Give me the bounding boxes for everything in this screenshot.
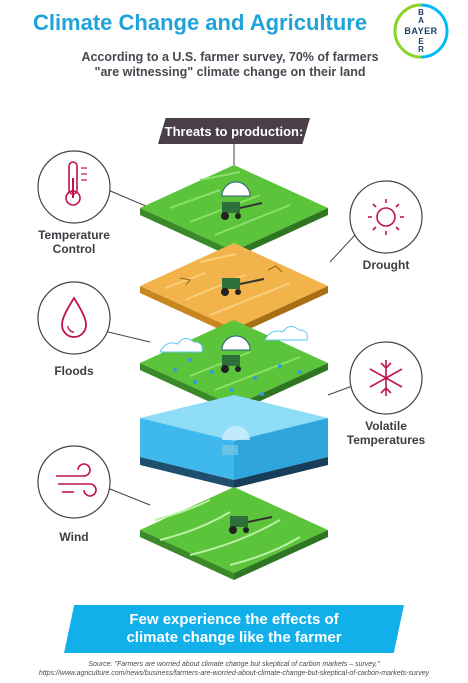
field-layer-floods xyxy=(140,320,328,413)
bayer-logo: BAYER BA ER xyxy=(393,3,449,59)
label-wind: Wind xyxy=(59,530,89,544)
label-line: Temperatures xyxy=(346,433,426,447)
label-temperature-control: Temperature Control xyxy=(28,228,120,256)
label-floods: Floods xyxy=(54,364,94,378)
conclusion-banner: Few experience the effects of climate ch… xyxy=(64,605,404,653)
field-layer-drought xyxy=(140,243,328,336)
label-volatile-temperatures: Volatile Temperatures xyxy=(338,419,434,447)
svg-text:R: R xyxy=(418,45,424,54)
source-url[interactable]: https://www.agriculture.com/news/busines… xyxy=(38,670,430,677)
svg-text:E: E xyxy=(418,37,424,46)
svg-text:A: A xyxy=(418,16,424,25)
label-line: Volatile xyxy=(365,419,407,433)
threats-heading: Threats to production: xyxy=(158,118,310,144)
page-subtitle: According to a U.S. farmer survey, 70% o… xyxy=(70,50,390,80)
snowflake-icon xyxy=(349,341,423,415)
svg-text:BAYER: BAYER xyxy=(404,26,437,36)
source-citation: Source: "Farmers are worried about clima… xyxy=(10,660,458,678)
subtitle-line-1: According to a U.S. farmer survey, 70% o… xyxy=(81,50,379,64)
water-drop-icon xyxy=(37,281,111,355)
label-line: Control xyxy=(52,242,96,256)
svg-text:B: B xyxy=(418,8,424,17)
thermometer-icon xyxy=(37,150,111,224)
banner-line-2: climate change like the farmer xyxy=(126,629,342,646)
label-line: Temperature xyxy=(38,228,110,242)
page-title: Climate Change and Agriculture xyxy=(32,10,368,35)
label-drought: Drought xyxy=(362,258,410,272)
field-layer-temperature xyxy=(140,165,328,258)
field-layer-volatile xyxy=(140,395,328,488)
banner-line-1: Few experience the effects of xyxy=(129,611,339,628)
wind-icon xyxy=(37,445,111,519)
subtitle-line-2: "are witnessing" climate change on their… xyxy=(94,65,366,79)
source-line-1: Source: "Farmers are worried about clima… xyxy=(88,661,380,668)
sun-icon xyxy=(349,180,423,254)
field-layer-wind xyxy=(140,487,328,580)
